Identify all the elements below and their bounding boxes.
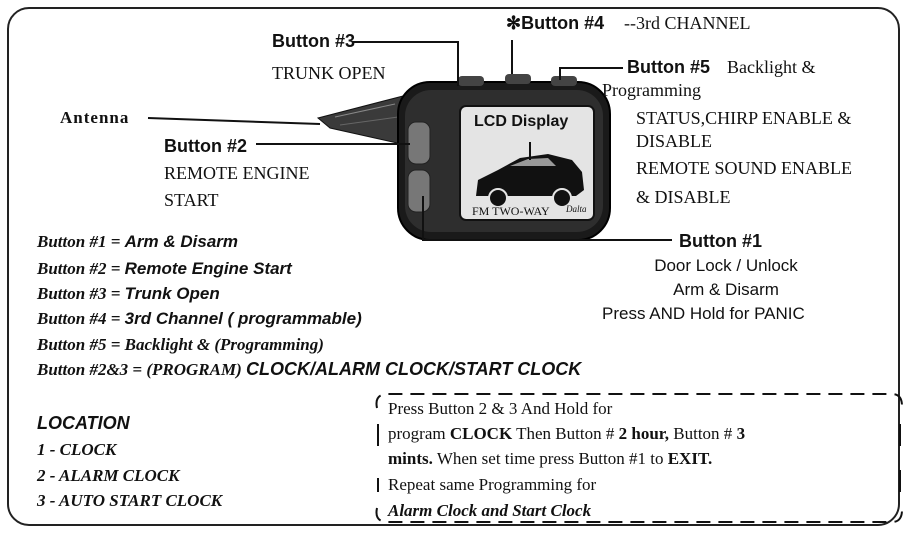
lcd-display-label: LCD Display [474,113,569,130]
program-line-5: Alarm Clock and Start Clock [388,501,592,520]
car-silhouette-icon [476,154,584,196]
button5-desc-3: STATUS,CHIRP ENABLE & [636,108,852,128]
program-line-1: Press Button 2 & 3 And Hold for [388,399,613,418]
button4-desc: --3rd CHANNEL [624,13,751,33]
button4-title: Button #4 [521,13,605,33]
asterisk-icon: ✻ [506,13,522,33]
legend-row: Button #1 = Arm & Disarm [37,232,239,251]
button2-title: Button #2 [164,136,247,156]
location-item: 2 - ALARM CLOCK [37,466,180,485]
diagram-frame [7,7,900,526]
button2-desc-2: START [164,190,219,210]
remote-model-text: Dalta [566,204,587,214]
location-item: 1 - CLOCK [37,440,117,459]
button5-desc-5: REMOTE SOUND ENABLE [636,158,852,178]
button5-desc-1: Backlight & [727,57,816,77]
program-line-2: program CLOCK Then Button # 2 hour, Butt… [388,424,746,443]
button1-title: Button #1 [679,231,762,251]
button-4-graphic [505,74,531,84]
button5-desc-6: & DISABLE [636,187,731,207]
button1-desc-2: Arm & Disarm [673,280,779,299]
legend-row: Button #2 = Remote Engine Start [37,259,292,278]
button5-title: Button #5 [627,57,710,77]
legend-row: Button #5 = Backlight & (Programming) [37,335,324,354]
button5-desc-2: Programming [602,80,701,100]
button-3-graphic [458,76,484,86]
button-5-graphic [551,76,577,86]
legend-row: Button #4 = 3rd Channel ( programmable) [37,309,362,328]
button3-title: Button #3 [272,31,355,51]
button3-desc: TRUNK OPEN [272,63,386,83]
location-title: LOCATION [37,413,130,433]
legend-row: Button #3 = Trunk Open [37,284,220,303]
button-1-graphic [407,169,431,213]
button1-desc-3: Press AND Hold for PANIC [602,304,805,323]
remote-brand-text: FM TWO-WAY [472,204,550,218]
program-line-4: Repeat same Programming for [388,475,597,494]
button4-label: ✻Button #4 [506,13,604,34]
button2-desc-1: REMOTE ENGINE [164,163,310,183]
antenna-label: Antenna [60,108,130,127]
location-item: 3 - AUTO START CLOCK [37,491,223,510]
button1-desc-1: Door Lock / Unlock [654,256,798,275]
button5-desc-4: DISABLE [636,131,712,151]
legend-row: Button #2&3 = (PROGRAM) CLOCK/ALARM CLOC… [37,359,582,379]
program-line-3: mints. When set time press Button #1 to … [388,449,713,468]
